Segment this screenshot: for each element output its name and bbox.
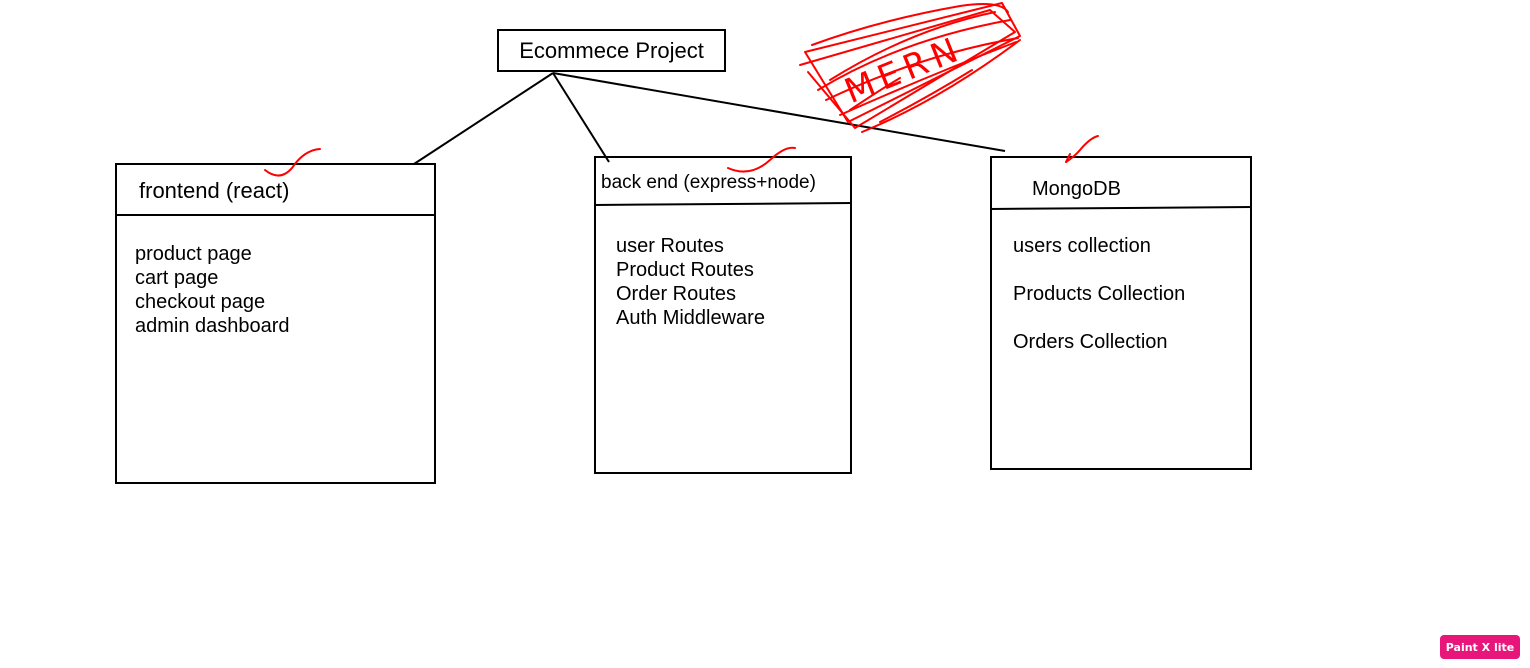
- frontend-item: product page: [135, 243, 252, 265]
- backend-item: Auth Middleware: [616, 307, 765, 329]
- watermark-text: Paint X lite: [1445, 640, 1515, 654]
- backend-item: Product Routes: [616, 259, 754, 281]
- mern-annotation-text: MERN: [839, 28, 969, 111]
- paint-x-lite-watermark: Paint X lite: [1440, 635, 1520, 659]
- mern-annotation: [799, 2, 1021, 133]
- backend-item-list: user Routes Product Routes Order Routes …: [616, 234, 765, 330]
- frontend-item: cart page: [135, 267, 219, 289]
- frontend-divider: [115, 214, 436, 216]
- root-node-label: Ecommece Project: [519, 37, 704, 63]
- frontend-item: admin dashboard: [135, 315, 290, 337]
- backend-divider: [594, 202, 852, 206]
- backend-item: user Routes: [616, 235, 724, 257]
- database-divider: [990, 206, 1252, 210]
- database-item-list: users collection Products Collection Ord…: [1013, 234, 1185, 378]
- backend-box[interactable]: back end (express+node) user Routes Prod…: [594, 156, 852, 474]
- frontend-item: checkout page: [135, 291, 266, 313]
- database-title: MongoDB: [1032, 178, 1121, 200]
- frontend-title: frontend (react): [139, 178, 290, 203]
- frontend-item-list: product page cart page checkout page adm…: [135, 242, 290, 338]
- database-box[interactable]: MongoDB users collection Products Collec…: [990, 156, 1252, 470]
- root-node[interactable]: Ecommece Project: [497, 29, 726, 72]
- connector-root-database: [552, 72, 1006, 152]
- backend-item: Order Routes: [616, 283, 737, 305]
- database-item: Orders Collection: [1013, 331, 1168, 353]
- database-item: Products Collection: [1013, 283, 1186, 305]
- database-item: users collection: [1013, 235, 1151, 257]
- connector-root-backend: [552, 72, 610, 163]
- connector-root-frontend: [413, 72, 554, 165]
- frontend-box[interactable]: frontend (react) product page cart page …: [115, 163, 436, 484]
- backend-title: back end (express+node): [601, 172, 816, 193]
